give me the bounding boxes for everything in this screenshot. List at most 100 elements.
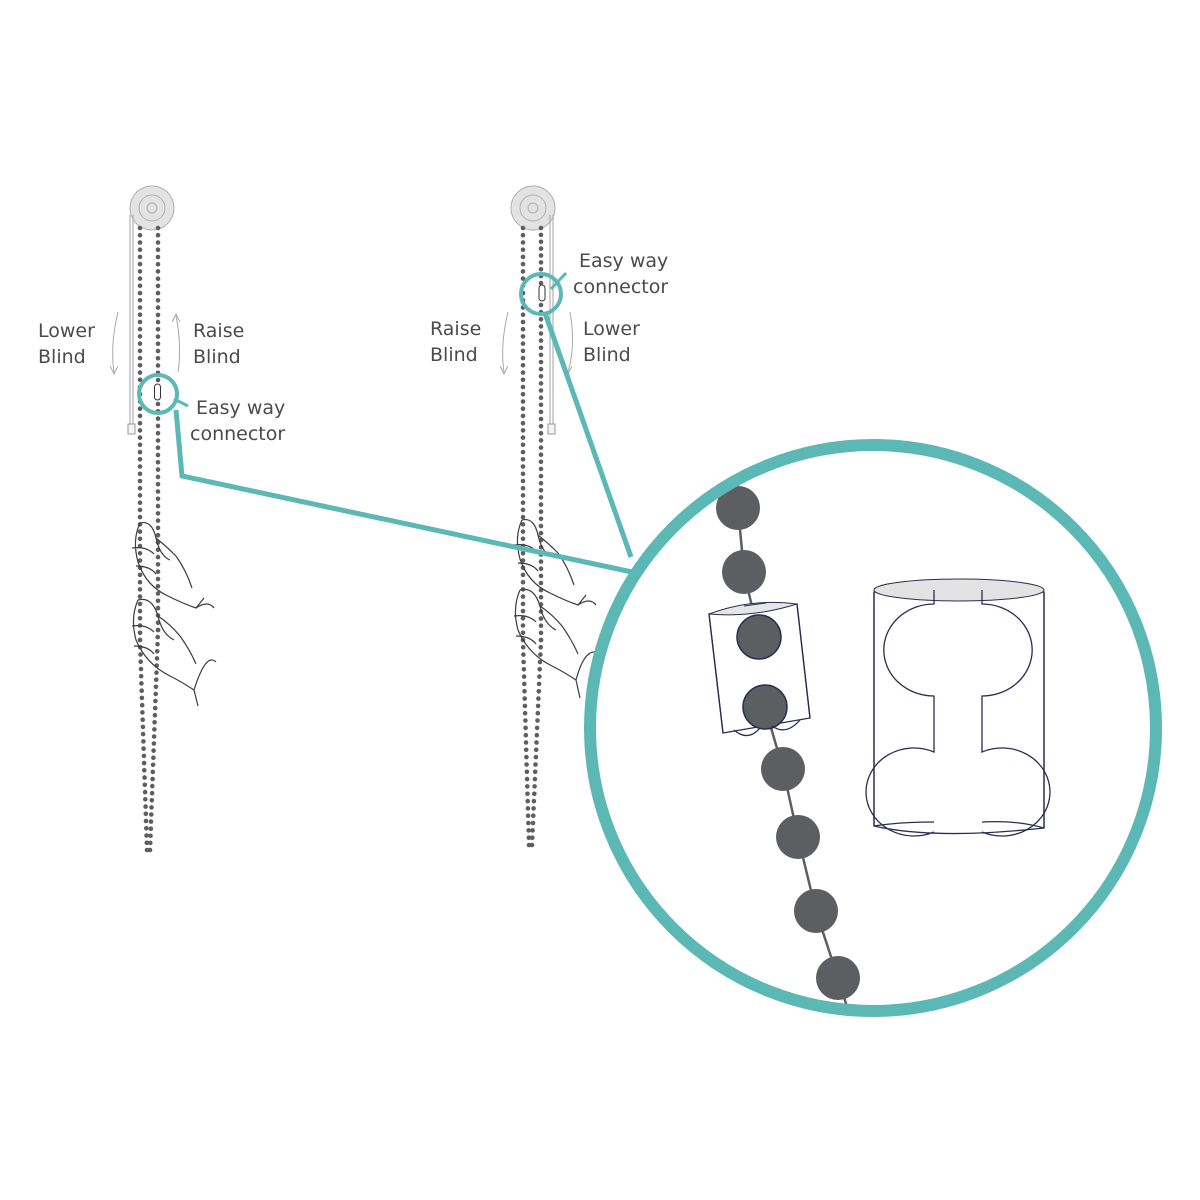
right-connector [538,284,546,302]
connector-part-assembled-front [708,603,811,737]
chain-bead [137,478,143,484]
left-lower-label-line2: Blind [38,346,86,368]
chain-bead [143,797,148,802]
left-pulley [129,185,175,231]
chain-bead [538,566,544,571]
chain-bead [137,254,143,260]
chain-bead [137,507,143,513]
chain-bead [137,305,143,310]
chain-bead [525,784,530,789]
chain-bead [533,754,539,760]
chain-bead [520,341,526,346]
chain-bead [531,813,536,818]
chain-bead [137,428,143,433]
chain-bead [536,696,541,701]
chain-bead [538,352,544,358]
chain-bead [141,739,146,744]
chain-bead [533,747,539,753]
chain-bead [137,276,143,281]
chain-bead [520,420,526,426]
chain-bead [521,659,526,665]
chain-bead [532,791,537,797]
chain-bead [137,348,143,354]
chain-bead [149,812,154,817]
chain-bead [148,819,154,824]
chain-bead [538,239,544,245]
chain-bead [524,776,530,782]
chain-bead [538,302,544,308]
chain-bead [155,584,161,589]
chain-bead [524,769,530,775]
chain-bead [520,558,526,563]
chain-bead [155,627,161,633]
chain-bead [152,705,158,711]
chain-bead [137,471,143,477]
lower-arrow-icon [109,311,119,376]
chain-bead [137,572,143,578]
chain-bead [538,232,544,238]
chain-bead [140,731,146,737]
chain-bead [155,416,161,421]
chain-bead [521,667,527,672]
chain-bead [520,616,526,621]
chain-bead [538,573,544,579]
chain-bead [538,324,544,329]
chain-bead [138,652,143,657]
chain-bead [144,826,149,831]
chain-bead [140,724,146,730]
chain-bead [155,225,161,231]
chain-bead [520,608,526,614]
chain-bead [520,377,526,383]
chain-bead [538,488,544,493]
left-connector-label: Easy way connector [190,395,285,447]
right-lower-label-line2: Blind [583,344,631,366]
chain-bead [520,435,526,440]
chain-bead [520,645,526,650]
chain-bead [523,718,528,723]
left-raise-label-line2: Blind [193,346,241,368]
chain-bead [523,732,529,738]
chain-bead [155,341,161,347]
chain-bead [538,445,544,450]
chain-bead [538,480,544,486]
chain-bead [535,703,541,709]
chain-bead [538,502,544,507]
chain-bead [523,740,529,745]
chain-bead [531,798,537,804]
chain-bead [520,623,526,628]
chain-bead [148,833,153,839]
chain-bead [155,489,161,494]
chain-bead [538,416,544,422]
chain-bead [137,413,143,419]
raise-arrow-icon [499,311,509,376]
chain-bead [520,594,526,599]
chain-bead [538,438,544,443]
chain-bead [776,815,820,859]
chain-bead [149,805,154,810]
chain-bead [522,710,528,716]
left-connector-label-line2: connector [190,423,286,445]
chain-bead [155,247,161,252]
chain-bead [152,712,158,718]
chain-bead [137,485,143,491]
right-bead-chain [520,225,544,848]
chain-bead [137,232,143,238]
chain-bead [520,572,526,578]
chain-bead [155,525,161,531]
chain-bead [155,518,161,523]
chain-bead [137,464,143,469]
chain-bead [520,406,526,412]
chain-bead [532,784,537,789]
chain-bead [520,370,526,375]
chain-bead [155,496,161,502]
right-connector-label-line1: Easy way [579,250,669,272]
chain-bead [538,473,544,479]
chain-bead [538,630,544,636]
chain-bead [538,616,544,621]
chain-bead [137,601,143,607]
chain-bead [137,363,143,368]
chain-bead [155,562,161,567]
chain-bead [526,835,532,840]
chain-bead [520,507,526,513]
